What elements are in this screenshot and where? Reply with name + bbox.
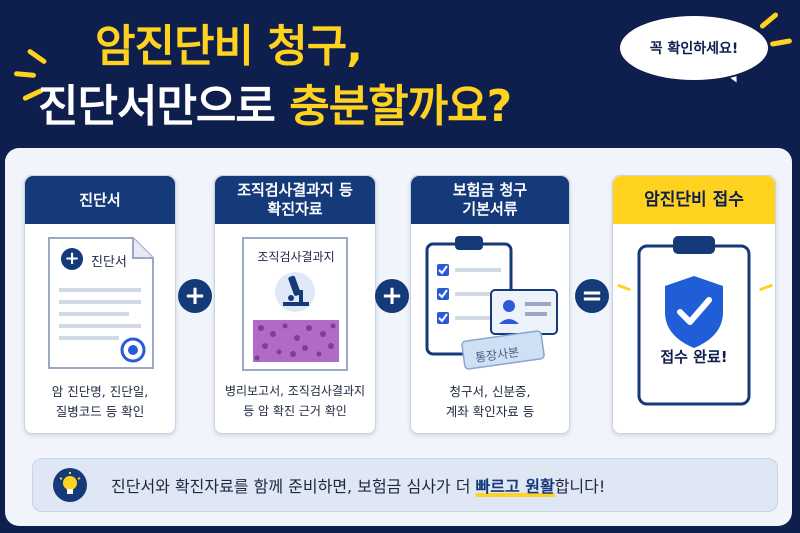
microscope-icon xyxy=(283,275,309,306)
document-label: 조직검사결과지 xyxy=(257,250,335,264)
card-caption-line-1: 암 진단명, 진단일, xyxy=(51,384,149,399)
card-caption-line-1: 병리보고서, 조직검사결과지 xyxy=(224,384,366,398)
tip-text-prefix: 진단서와 확진자료를 함께 준비하면, 보험금 심사가 더 xyxy=(111,477,476,496)
card-diagnosis: 진단서 + 진단서 암 진단명, 진단일, 질병코드 등 확인 xyxy=(24,175,176,434)
card-caption-line-2: 질병코드 등 확인 xyxy=(55,404,145,419)
card-header: 진단서 xyxy=(25,176,175,224)
plus-icon: + xyxy=(61,248,83,270)
card-receipt: 암진단비 접수 접수 완료! xyxy=(612,175,776,434)
burst-line xyxy=(26,48,48,65)
card-biopsy: 조직검사결과지 등 확진자료 조직검사결과지 병리보고서, 조직검사결과지 등 … xyxy=(214,175,376,434)
title-text-white: 진단서만으로 xyxy=(38,81,276,132)
speech-bubble-text: 꼭 확인하세요! xyxy=(649,41,739,57)
burst-line xyxy=(13,71,37,78)
title-text: 암진단비 청구, xyxy=(95,21,363,72)
card-header-text-1: 조직검사결과지 등 xyxy=(237,181,353,199)
tip-text-highlight: 빠르고 원활 xyxy=(475,477,555,496)
clipboard-illustration xyxy=(637,236,751,406)
card-caption-line-2: 등 암 확진 근거 확인 xyxy=(243,404,347,418)
plus-operator: + xyxy=(178,279,212,313)
lightbulb-icon xyxy=(53,468,87,502)
card-caption-line-2: 계좌 확인자료 등 xyxy=(445,404,535,419)
title-text-yellow: 충분할까요? xyxy=(289,81,512,132)
operator-symbol: + xyxy=(184,281,206,311)
page-title-line-2: 진단서만으로 충분할까요? xyxy=(38,70,512,134)
page-title-line-1: 암진단비 청구, xyxy=(95,10,363,74)
card-claim-documents: 보험금 청구 기본서류 통장사본 청구서, 신분증, 계좌 확인자료 등 xyxy=(410,175,570,434)
speech-bubble: 꼭 확인하세요! xyxy=(618,14,770,82)
equals-operator: = xyxy=(575,279,609,313)
burst-line xyxy=(616,283,632,292)
document-illustration xyxy=(48,237,154,369)
operator-symbol: + xyxy=(381,281,403,311)
tip-text: 진단서와 확진자료를 함께 준비하면, 보험금 심사가 더 빠르고 원활합니다! xyxy=(111,473,605,497)
burst-line xyxy=(758,11,780,30)
operator-symbol: = xyxy=(581,281,603,311)
card-header-text-2: 기본서류 xyxy=(462,200,518,218)
shield-check-icon xyxy=(665,276,723,348)
report-illustration xyxy=(242,237,348,371)
card-caption-line-1: 청구서, 신분증, xyxy=(449,384,531,399)
card-header: 조직검사결과지 등 확진자료 xyxy=(215,176,375,224)
card-header-text: 진단서 xyxy=(79,190,121,209)
clipboard-illustration xyxy=(425,236,558,370)
card-header: 보험금 청구 기본서류 xyxy=(411,176,569,224)
card-header-text-1: 보험금 청구 xyxy=(452,181,528,199)
tip-bar: 진단서와 확진자료를 함께 준비하면, 보험금 심사가 더 빠르고 원활합니다! xyxy=(32,458,778,512)
card-header-text-2: 확진자료 xyxy=(267,200,323,218)
burst-line xyxy=(758,283,774,292)
document-label: 진단서 xyxy=(91,255,127,270)
burst-line xyxy=(769,38,793,47)
id-card-icon xyxy=(490,289,558,335)
seal-icon xyxy=(120,337,146,363)
check-icon xyxy=(437,264,449,324)
plus-operator: + xyxy=(375,279,409,313)
card-header: 암진단비 접수 xyxy=(613,176,775,224)
receipt-complete-text: 접수 완료! xyxy=(660,348,728,366)
card-header-text: 암진단비 접수 xyxy=(644,189,744,210)
tip-text-suffix: 합니다! xyxy=(554,477,606,496)
